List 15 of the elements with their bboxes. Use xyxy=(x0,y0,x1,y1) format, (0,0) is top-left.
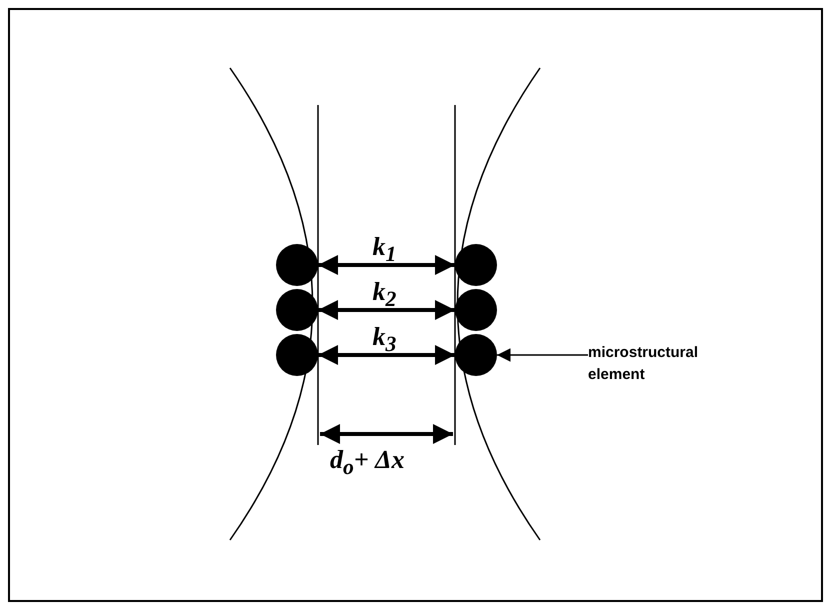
particle-circle xyxy=(276,289,318,331)
particle-circle xyxy=(455,334,497,376)
particle-circle xyxy=(455,244,497,286)
edge-label: k$_{1}$ xyxy=(372,233,396,268)
particle-circle xyxy=(276,244,318,286)
edge-label: k$_{3}$ xyxy=(372,323,396,358)
particle-circle xyxy=(276,334,318,376)
callout-text: microstructural element xyxy=(588,342,738,386)
spring-arrow xyxy=(318,345,455,365)
edge-label: k$_{2}$ xyxy=(372,278,396,314)
spring-arrow xyxy=(318,255,455,275)
particle-circle xyxy=(455,289,497,331)
leader-arrow xyxy=(497,348,588,362)
dimension-label: d$_{o}$+ Δx xyxy=(330,446,404,482)
spring-arrow xyxy=(318,300,455,320)
